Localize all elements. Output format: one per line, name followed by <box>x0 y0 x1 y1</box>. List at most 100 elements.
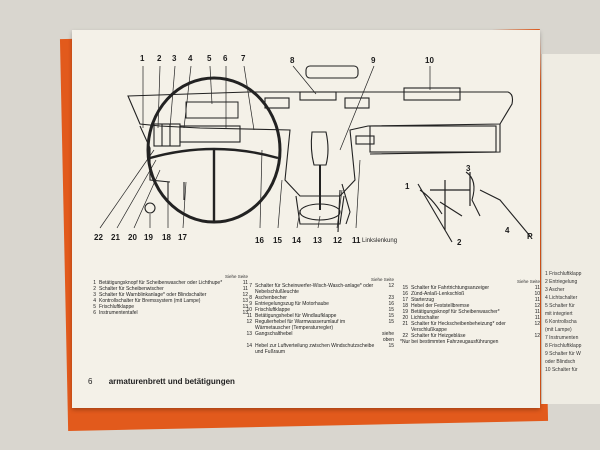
right-page-item: mit integriert <box>545 311 573 317</box>
legend-item-text: Hebel zur Luftverteilung zwischen Windsc… <box>255 343 375 355</box>
legend-item-page: 11 <box>534 309 540 315</box>
gear-4: 4 <box>505 226 510 235</box>
callout-6: 6 <box>223 54 228 63</box>
legend-item-text: Gangschalthebel <box>255 331 293 337</box>
callout-11: 11 <box>352 236 361 245</box>
legend-item-num: 2 <box>93 286 96 292</box>
legend-item-num: 15 <box>402 285 408 291</box>
callout-14: 14 <box>292 236 301 245</box>
right-page-item: 8 Frischluftklapp <box>545 343 582 349</box>
callout-12: 12 <box>333 236 342 245</box>
legend-item-page: 11 <box>242 286 248 292</box>
section-title: armaturenbrett und betätigungen <box>108 377 235 386</box>
right-page-item: 9 Schalter für W <box>545 351 581 357</box>
legend-header-3: Siehe Seite <box>516 279 540 284</box>
gear-2: 2 <box>457 238 462 247</box>
right-page-item: 6 Kontrollscha <box>545 319 577 325</box>
right-page-item: 2 Entriegelung <box>545 279 578 285</box>
callout-10: 10 <box>425 56 434 65</box>
legend-item-text: Schalter für Fahrtrichtungsanzeiger <box>411 285 490 291</box>
legend-item-page: 11 <box>242 280 248 286</box>
legend-item-num: 19 <box>402 309 408 315</box>
legend-item-num: 1 <box>93 280 96 286</box>
legend-item-num: 5 <box>93 304 96 310</box>
legend-item-text: Entriegelungszug für Motorhaube <box>255 301 329 307</box>
legend-item-page: 12 <box>534 321 540 327</box>
legend-item-num: 10 <box>246 307 252 313</box>
legend-item-page: 12 <box>242 292 248 298</box>
mirror <box>305 65 359 79</box>
legend-item-page: 23 <box>388 295 394 301</box>
right-page <box>541 54 600 404</box>
callout-22: 22 <box>94 233 103 242</box>
legend-item-num: 18 <box>402 303 408 309</box>
callout-19: 19 <box>144 233 153 242</box>
legend-item-text: Schalter für Scheinwerfer-Wisch-Wasch-an… <box>255 283 374 295</box>
legend-item-page: 12 <box>534 333 540 339</box>
callout-20: 20 <box>128 233 137 242</box>
right-page-item: 10 Schalter für <box>545 367 578 373</box>
legend-item-text: Frischluftklappe <box>99 304 135 310</box>
legend-item-num: 7 <box>249 283 252 289</box>
legend-item-page: 11 <box>534 285 540 291</box>
callout-8: 8 <box>290 56 295 65</box>
page-number: 6 <box>88 377 93 386</box>
legend-item-text: Betätigungshebel für Windlaufklappe <box>255 313 337 319</box>
legend-item-page: siehe oben <box>382 331 394 343</box>
legend-item-num: 14 <box>246 343 252 349</box>
callout-1: 1 <box>140 54 145 63</box>
legend-item-text: Regulierhebel für Warmwasserumlauf im Wä… <box>255 319 346 331</box>
right-page-item: 3 Ascher <box>545 287 565 293</box>
legend-item-text: Instrumententafel <box>99 310 138 316</box>
legend-item-page: 15 <box>388 319 394 325</box>
diagram-caption: Linkslenkung <box>362 238 398 244</box>
legend-item-num: 20 <box>402 315 408 321</box>
callout-2: 2 <box>157 54 162 63</box>
callout-9: 9 <box>371 56 376 65</box>
legend-item-text: Lichtschalter <box>411 315 440 321</box>
legend-item-num: 16 <box>402 291 408 297</box>
callout-5: 5 <box>207 54 212 63</box>
legend-item-text: Schalter für Scheibenwischer <box>99 286 164 292</box>
legend-item-page: 10 <box>534 291 540 297</box>
legend-item-text: Schalter für Heckscheibenbeheizung* oder… <box>411 321 506 333</box>
right-page-item: oder Blindsch <box>545 359 576 365</box>
callout-16: 16 <box>255 236 264 245</box>
legend-item-page: 12 <box>388 283 394 289</box>
legend-item-text: Starterzug <box>411 297 435 303</box>
callout-7: 7 <box>241 54 246 63</box>
legend-item-num: 21 <box>402 321 408 327</box>
legend-footnote: *Nur bei bestimmten Fahrzeugausführungen <box>400 339 499 345</box>
legend-item-text: Aschenbecher <box>255 295 287 301</box>
legend-item-text: Zünd-Anlaß-Lenkschloß <box>411 291 465 297</box>
legend-item-num: 3 <box>93 292 96 298</box>
right-page-item: 7 Instrumenten <box>545 335 579 341</box>
legend-item-num: 6 <box>93 310 96 316</box>
legend-item-num: 9 <box>249 301 252 307</box>
callout-R: R <box>527 232 533 241</box>
legend-item-page: 13 <box>242 310 248 316</box>
legend-item-text: Frischluftklappe <box>255 307 291 313</box>
gear-3: 3 <box>466 164 471 173</box>
callout-17: 17 <box>178 233 187 242</box>
legend-item-page: 15 <box>388 313 394 319</box>
